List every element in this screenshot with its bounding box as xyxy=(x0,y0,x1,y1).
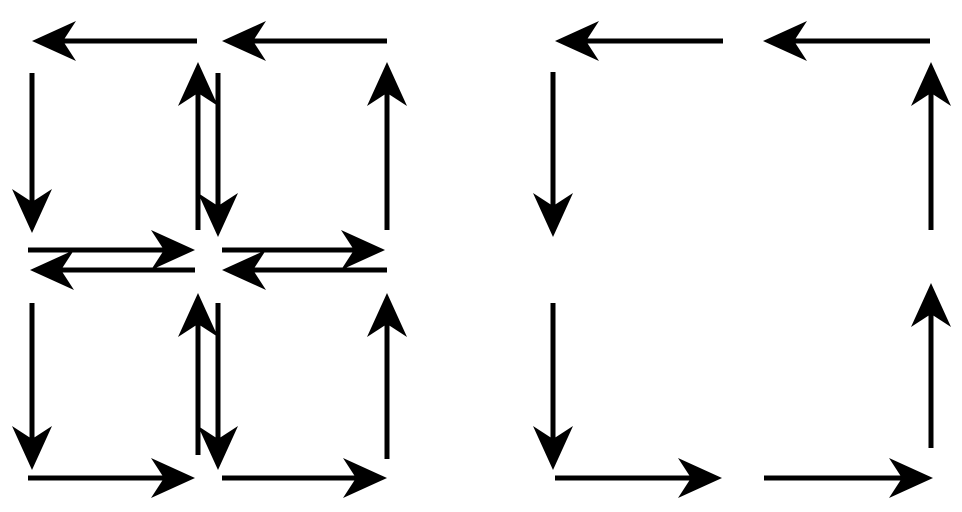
diagram-subdivided-square-cycles xyxy=(12,21,407,498)
diagram-outer-boundary-cycle xyxy=(533,21,951,498)
